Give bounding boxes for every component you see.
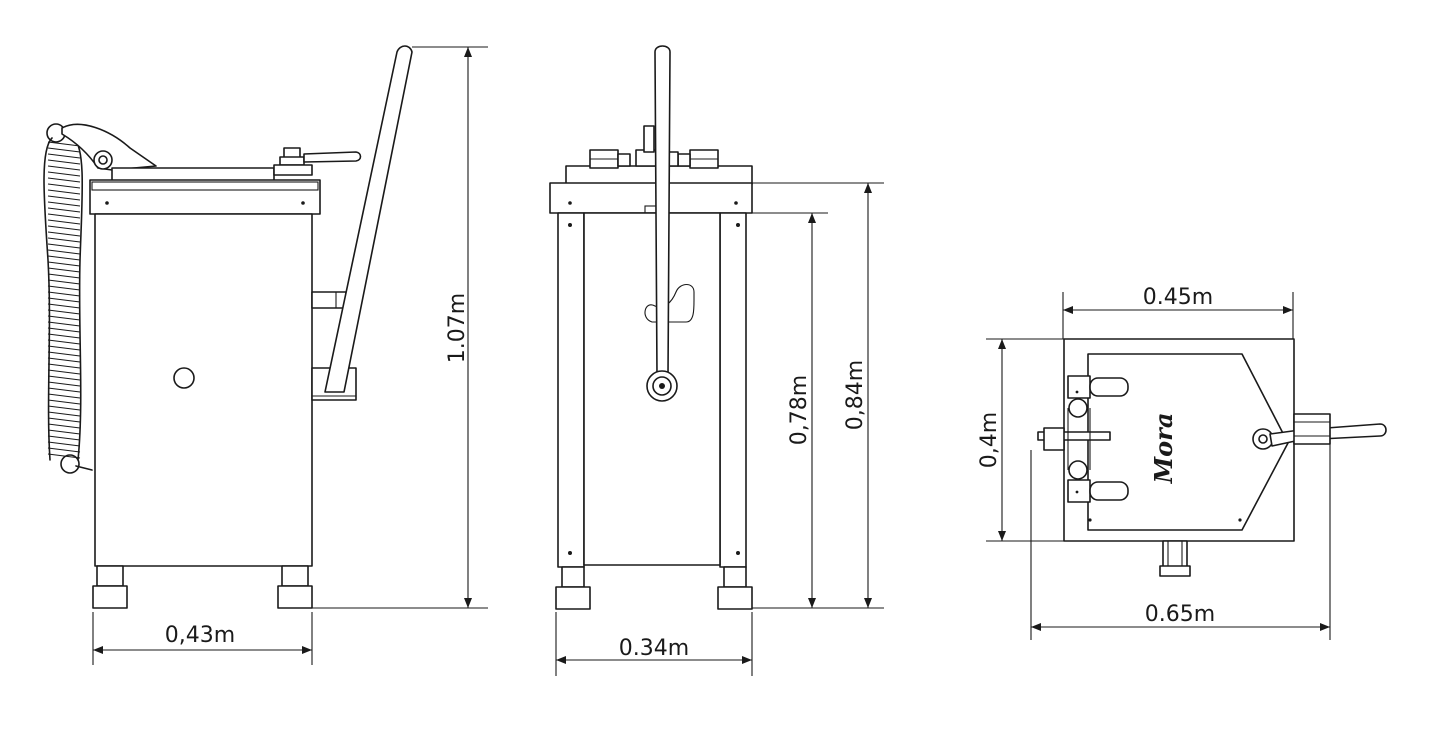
front-valve-left: [589, 149, 631, 169]
side-height-label: 1.07m: [445, 293, 470, 363]
top-depth-label: 0,4m: [977, 412, 1002, 468]
top-clamp-upper: [1067, 375, 1129, 418]
side-top-frame: [89, 179, 321, 215]
front-view: [549, 45, 753, 610]
side-width-label: 0,43m: [165, 623, 235, 648]
top-body-width-label: 0.45m: [1143, 285, 1213, 310]
side-valve: [273, 147, 362, 176]
side-handle-bar: [324, 45, 413, 393]
front-handle-bar: [654, 45, 671, 377]
side-spring: [43, 123, 93, 474]
top-spring-rod: [1037, 431, 1111, 441]
front-leg-left: [557, 212, 585, 568]
front-width-label: 0.34m: [619, 636, 689, 661]
top-outlet: [1162, 540, 1188, 568]
top-valve: [1252, 428, 1274, 450]
front-inner-height-label: 0,78m: [787, 375, 812, 445]
top-total-width-label: 0.65m: [1145, 602, 1215, 627]
top-clamp-lower: [1067, 460, 1129, 503]
front-leg-right: [719, 212, 747, 568]
side-body: [94, 213, 313, 567]
front-top-frame: [549, 182, 753, 214]
front-window: [644, 283, 695, 323]
side-foot-left: [96, 565, 124, 587]
side-view: [43, 45, 413, 609]
dimensions: 0,43m 1.07m 0.34m 0,78m 0,84m: [92, 46, 1331, 676]
side-knob: [173, 367, 195, 389]
side-handle-pin: [311, 291, 347, 309]
side-foot-right: [281, 565, 309, 587]
front-total-height-label: 0,84m: [843, 360, 868, 430]
top-brand-logo: Mora: [1149, 413, 1178, 485]
top-view: Mora: [1037, 338, 1387, 577]
front-valve-right: [677, 149, 719, 169]
